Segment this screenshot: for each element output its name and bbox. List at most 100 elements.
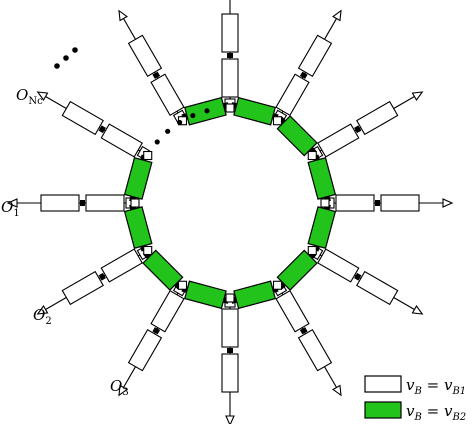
spoke-6 [221, 298, 239, 424]
ring-node-6 [225, 293, 235, 303]
green-block [233, 96, 277, 126]
white-block [317, 248, 360, 283]
white-block [380, 194, 420, 212]
white-block [356, 100, 399, 136]
output-label-3: O3 [110, 377, 129, 398]
white-block [150, 290, 185, 333]
ring-node-3 [320, 198, 330, 208]
ring-layer [123, 96, 337, 310]
white-block [356, 270, 399, 306]
white-block [127, 329, 163, 372]
block-joint [152, 327, 161, 335]
ring-node-8 [143, 245, 153, 256]
ring-node-5 [272, 280, 283, 290]
white-block [61, 270, 104, 306]
output-arrow-icon [36, 91, 49, 101]
block-joint [227, 348, 233, 353]
spoke-9 [6, 194, 135, 212]
white-block [275, 290, 310, 333]
spoke-4 [309, 245, 424, 315]
green-block [183, 280, 227, 310]
green-block [276, 249, 318, 291]
white-block [221, 58, 239, 98]
white-block [127, 34, 163, 77]
green-block [123, 156, 153, 200]
ellipsis-dot [63, 55, 69, 61]
green-block [142, 249, 184, 291]
output-arrow-icon [332, 384, 342, 397]
white-block [61, 100, 104, 136]
legend-swatch-white [364, 375, 402, 393]
white-block [221, 308, 239, 348]
output-arrow-icon [118, 9, 128, 22]
legend-label-1: vB = vB1 [406, 376, 466, 397]
output-arrow-icon [6, 198, 18, 208]
spoke-10 [36, 91, 151, 161]
output-arrow-icon [411, 305, 424, 315]
white-block [40, 194, 80, 212]
ring-node-0 [225, 103, 235, 113]
block-joint [227, 53, 233, 58]
spoke-3 [325, 194, 454, 212]
output-arrow-icon [118, 384, 128, 397]
spokes-layer [6, 0, 454, 424]
ring-segment-2 [307, 154, 337, 203]
ring-segment-9 [123, 154, 153, 203]
block-joint [299, 327, 308, 335]
white-block [221, 13, 239, 53]
output-label-1: O1 [1, 198, 20, 219]
spoke-0 [221, 0, 239, 108]
green-block [307, 206, 337, 250]
white-block [317, 123, 360, 158]
block-joint [354, 272, 362, 281]
ring-node-2 [307, 150, 317, 161]
block-joint [98, 272, 106, 281]
legend-label-2: vB = vB2 [406, 402, 466, 423]
ring-gap-dot [165, 128, 171, 134]
ring-node-9 [130, 198, 140, 208]
ring-node-1 [272, 116, 283, 126]
ring-node-10 [143, 150, 153, 161]
white-block [85, 194, 125, 212]
white-block [221, 353, 239, 393]
legend: vB = vB1 vB = vB2 [364, 375, 466, 423]
ring-gap-dot [204, 108, 210, 114]
ring-gap-dot [177, 119, 183, 126]
green-block [123, 206, 153, 250]
block-joint [354, 125, 362, 134]
legend-swatch-green [364, 401, 402, 419]
ring-node-7 [177, 280, 188, 290]
output-arrow-icon [411, 91, 424, 101]
block-joint [98, 125, 106, 134]
ellipsis-dot [72, 47, 78, 53]
spoke-11 [118, 9, 188, 124]
ring-gap-dot [154, 139, 160, 145]
spoke-2 [309, 91, 424, 161]
white-block [150, 73, 185, 116]
green-block [233, 280, 277, 310]
block-joint [80, 200, 85, 206]
spoke-7 [118, 282, 188, 397]
spoke-5 [272, 282, 342, 397]
output-label-2: O2 [33, 306, 52, 327]
output-arrow-icon [332, 9, 342, 22]
ring-node-4 [307, 245, 317, 256]
white-block [275, 73, 310, 116]
output-arrow-icon [442, 198, 454, 208]
white-block [297, 34, 333, 77]
ring-segment-3 [307, 203, 337, 252]
output-label-nc: ONc [16, 86, 43, 107]
spoke-8 [36, 245, 151, 315]
ring-gap-dot [190, 112, 196, 119]
ellipsis-dots [54, 47, 210, 145]
ellipsis-dot [54, 63, 60, 69]
white-block [100, 123, 143, 158]
white-block [100, 248, 143, 283]
block-joint [375, 200, 380, 206]
white-block [297, 329, 333, 372]
block-joint [152, 71, 161, 79]
spoke-1 [272, 9, 342, 124]
output-arrow-icon [36, 305, 49, 315]
